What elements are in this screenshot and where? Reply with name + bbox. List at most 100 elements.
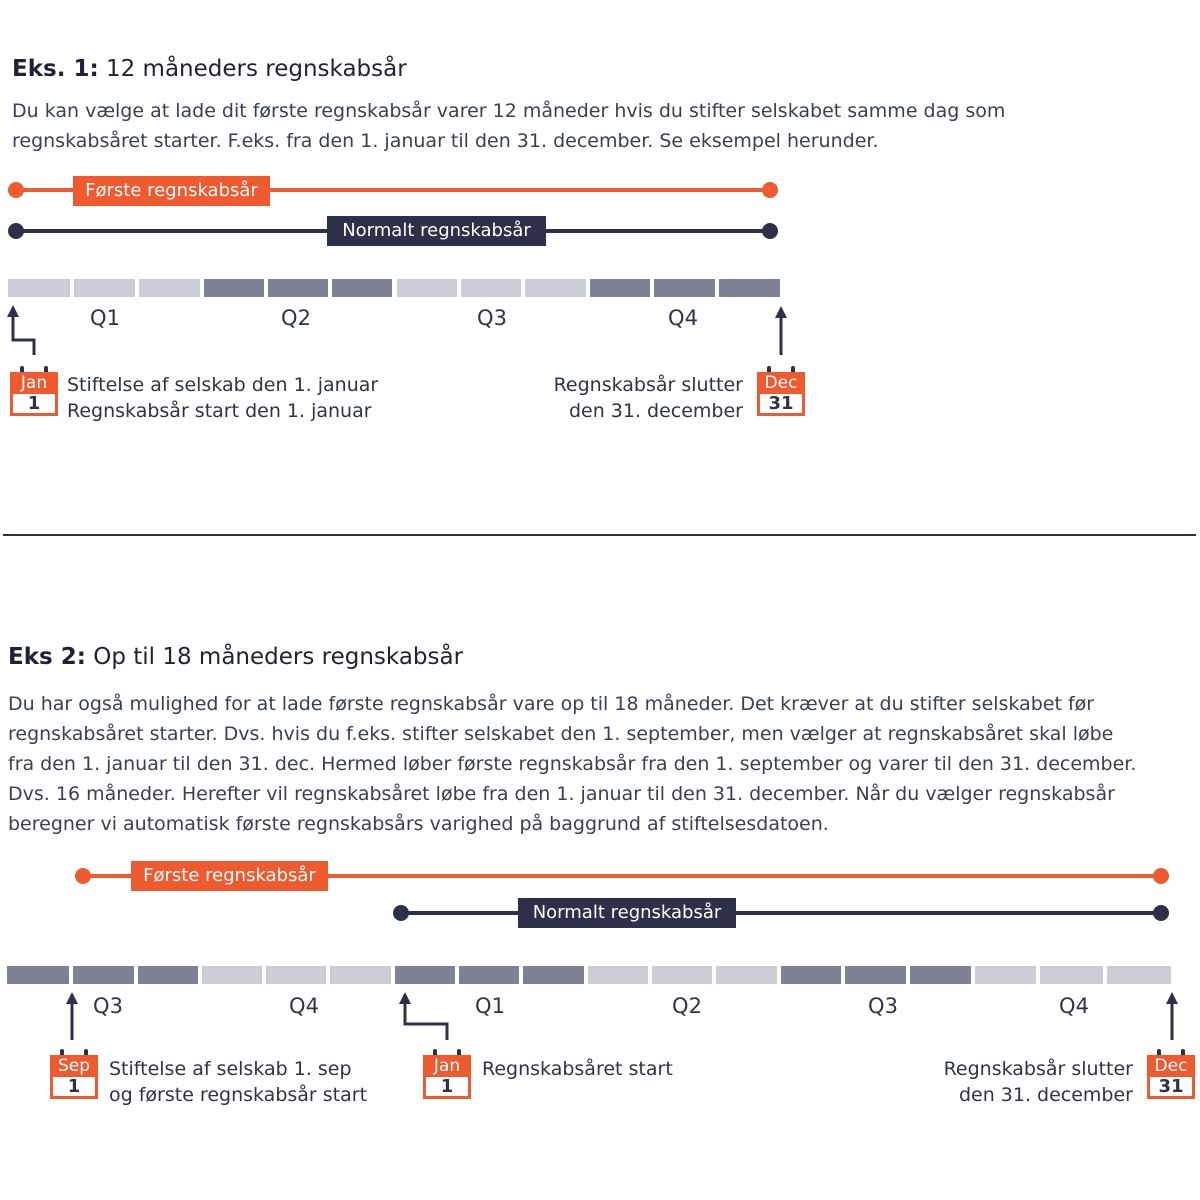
example2-paragraph: Du har også mulighed for at lade første … [8,689,1136,839]
example1-heading: Eks. 1: 12 måneders regnskabsår [12,56,407,82]
quarter-label: Q3 [93,994,123,1018]
caption-line: Regnskabsår start den 1. januar [67,400,372,422]
quarter-label: Q2 [281,306,311,330]
calendar-icon: Jan 1 [10,366,58,418]
normal-year-start-dot [8,223,24,239]
jan-caption: Regnskabsåret start [482,1056,673,1082]
section-divider [3,534,1196,536]
month-segment [266,966,326,984]
caption-line: den 31. december [568,400,743,422]
example1-paragraph: Du kan vælge at lade dit første regnskab… [12,96,1005,156]
first-year-end-dot [1153,868,1169,884]
calendar-month: Sep [50,1055,98,1077]
month-segment [845,966,906,984]
first-year-label: Første regnskabsår [131,861,328,891]
month-segment [74,279,135,297]
first-year-label: Første regnskabsår [73,176,270,206]
calendar-icon: Dec 31 [757,366,805,418]
calendar-day: 31 [757,394,805,416]
month-segment [588,966,648,984]
month-segment [7,966,69,984]
calendar-month: Jan [10,372,58,394]
month-segment [523,966,584,984]
paragraph-line: regnskabsåret starter. F.eks. fra den 1.… [12,130,879,152]
quarter-label: Q3 [477,306,507,330]
end-caption: Regnskabsår slutter den 31. december [910,1056,1133,1108]
month-segment [910,966,971,984]
month-segment [139,279,200,297]
calendar-icon: Dec 31 [1147,1049,1195,1101]
month-segment [8,279,70,297]
month-segment [138,966,198,984]
arrow-head-icon [7,305,19,317]
caption-line: Stiftelse af selskab den 1. januar [67,374,379,396]
arrow-head-icon [1166,992,1178,1004]
normal-year-label: Normalt regnskabsår [518,898,736,928]
arrow-head-icon [66,992,78,1004]
end-caption: Regnskabsår slutter den 31. december [520,372,743,424]
calendar-month: Dec [757,372,805,394]
calendar-day: 1 [10,394,58,416]
month-segment [202,966,262,984]
quarter-label: Q2 [672,994,702,1018]
example2-heading-bold: Eks 2: [8,644,86,670]
calendar-month: Jan [423,1055,471,1077]
calendar-month: Dec [1147,1055,1195,1077]
first-year-line [16,188,770,192]
caption-line: Regnskabsåret start [482,1058,673,1080]
month-segment [73,966,134,984]
quarter-label: Q4 [668,306,698,330]
arrow-head-icon [775,306,787,318]
quarter-label: Q4 [1059,994,1089,1018]
caption-line: Regnskabsår slutter [553,374,743,396]
sep-caption: Stiftelse af selskab 1. sep og første re… [109,1056,367,1108]
example2-heading-text: Op til 18 måneders regnskabsår [93,644,464,670]
month-segment [1040,966,1103,984]
calendar-icon: Sep 1 [50,1049,98,1101]
start-arrow [11,309,36,355]
caption-line: den 31. december [958,1084,1133,1106]
first-year-start-dot [8,182,24,198]
normal-year-label: Normalt regnskabsår [327,216,546,246]
month-segment [330,966,391,984]
month-segment [268,279,328,297]
first-year-line [83,874,1161,878]
month-segment [204,279,264,297]
paragraph-line: Du kan vælge at lade dit første regnskab… [12,100,1006,122]
month-segment [395,966,455,984]
month-segment [975,966,1036,984]
calendar-day: 1 [50,1077,98,1099]
calendar-icon: Jan 1 [423,1049,471,1101]
month-segment [652,966,712,984]
paragraph-line: beregner vi automatisk første regnskabså… [8,813,829,835]
month-segment [397,279,457,297]
month-segment [1107,966,1171,984]
example2-heading: Eks 2: Op til 18 måneders regnskabsår [8,644,463,670]
caption-line: Regnskabsår slutter [943,1058,1133,1080]
quarter-label: Q4 [289,994,319,1018]
quarter-label: Q3 [868,994,898,1018]
quarter-label: Q1 [475,994,505,1018]
caption-line: og første regnskabsår start [109,1084,368,1106]
normal-year-line [401,911,1161,915]
normal-year-start-dot [393,905,409,921]
calendar-day: 31 [1147,1077,1195,1099]
month-segment [459,966,519,984]
month-segment [332,279,392,297]
first-year-start-dot [75,868,91,884]
month-segment [781,966,841,984]
example1-heading-text: 12 måneders regnskabsår [105,56,407,82]
normal-year-end-dot [762,223,778,239]
start-caption: Stiftelse af selskab den 1. januar Regns… [67,372,378,424]
calendar-day: 1 [423,1077,471,1099]
month-segment [461,279,521,297]
month-segment [525,279,586,297]
month-segment [654,279,715,297]
paragraph-line: Du har også mulighed for at lade første … [8,693,1095,715]
caption-line: Stiftelse af selskab 1. sep [109,1058,352,1080]
month-segment [716,966,777,984]
month-segment [590,279,650,297]
paragraph-line: regnskabsåret starter. Dvs. hvis du f.ek… [8,723,1114,745]
normal-year-end-dot [1153,905,1169,921]
